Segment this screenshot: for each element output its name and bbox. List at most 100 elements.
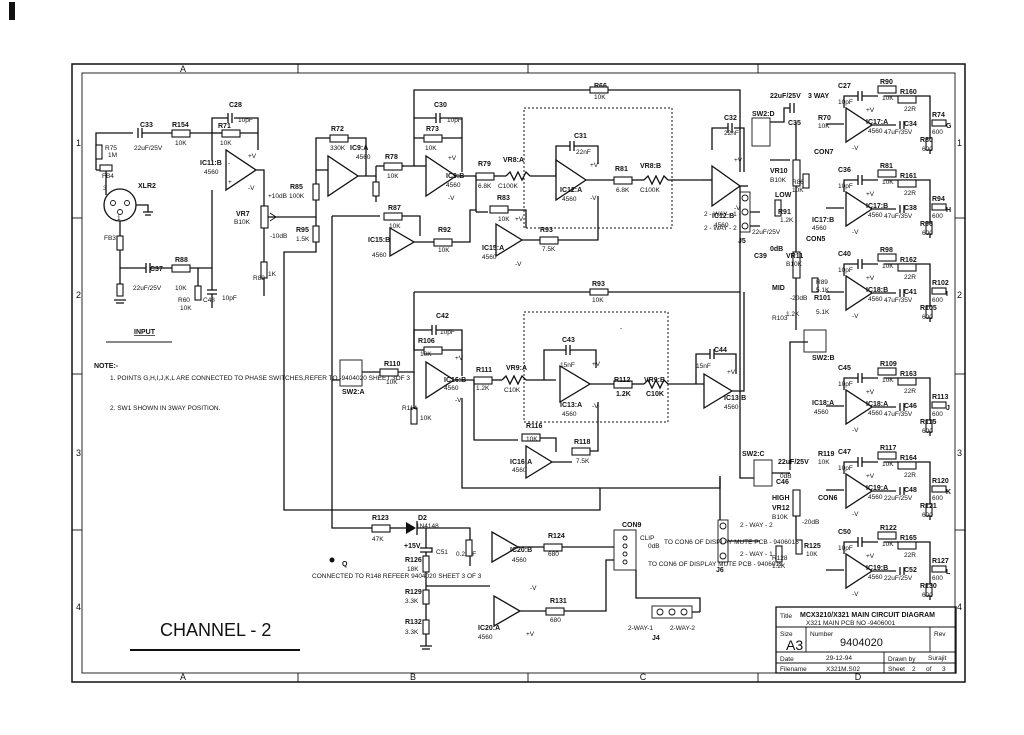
output-block-2-cap-icon	[857, 175, 863, 185]
vr11-value: B10K	[786, 261, 803, 268]
output-block-6-r3-icon	[931, 565, 947, 573]
output-block-3-c2-icon	[899, 289, 905, 297]
r66-value: 10K	[594, 94, 606, 101]
output-block-4-ic-part: 4560	[868, 410, 883, 417]
output-block-6-ic-label: IC19:B	[866, 565, 888, 572]
output-block-2-r3-value: 600	[932, 213, 943, 220]
output-block-6-cap-label: C50	[838, 529, 851, 536]
r70-value: 10K	[818, 123, 830, 130]
r87-label: R87	[388, 205, 401, 212]
zone-col-a: A	[180, 672, 186, 682]
low-label: LOW	[775, 192, 792, 199]
r111-label: R111	[476, 367, 492, 374]
r129-value: 3.3K	[405, 598, 419, 605]
output-block-1-r2-label: R160	[900, 89, 917, 96]
output-block-4-wires	[826, 377, 931, 436]
output-block-3-r4-value: 600	[922, 314, 933, 321]
output-block-1-r2-icon	[897, 95, 917, 104]
j5-way-1: 2 - WAY - 1	[704, 211, 737, 218]
output-block-3-r2-value: 22R	[904, 274, 916, 281]
output-block-4-r3-icon	[931, 401, 947, 409]
output-block-2-c2-value: 47uF/35V	[884, 213, 913, 220]
output-block-2-c2-label: C38	[904, 205, 917, 212]
output-block-3-r4-icon	[925, 305, 933, 319]
c30-value: 10pF	[447, 117, 462, 124]
vr9b-label: VR9:B	[644, 377, 665, 384]
ic20a-part: 4560	[478, 634, 493, 641]
output-block-6-cap-value: 10pF	[838, 545, 853, 552]
output-block-6-cap-icon	[857, 537, 863, 547]
r87-value: 10K	[389, 223, 401, 230]
plus15-label: +15V	[404, 543, 421, 550]
ic13a-neg: -V	[592, 403, 599, 410]
output-block-2-r1-label: R81	[880, 163, 893, 170]
output-block-5-c2-value: 22uF/25V	[884, 495, 913, 502]
output-block-5-cap-label: C47	[838, 449, 851, 456]
title-line1: MCX3210/X321 MAIN CIRCUIT DIAGRAM	[800, 612, 935, 619]
r154-label: R154	[172, 122, 189, 129]
svg-text:+: +	[228, 179, 232, 186]
output-block-5-c2-icon	[899, 487, 905, 495]
ic12b-pos: +V	[734, 157, 743, 164]
vr7-label: VR7	[236, 211, 250, 218]
r123-label: R123	[372, 515, 389, 522]
r79-label: R79	[478, 161, 491, 168]
sw2a-switch-icon	[339, 359, 363, 387]
notes-heading: NOTE:-	[94, 363, 119, 370]
output-block-4-neg: -V	[852, 427, 859, 434]
output-block-5-neg: -V	[852, 511, 859, 518]
output-block-1-r4-label: R80	[920, 137, 933, 144]
ic13b-opamp-icon	[703, 372, 734, 410]
ic16a-part: 4560	[512, 467, 527, 474]
c31-label: C31	[574, 133, 587, 140]
r118-value: 7.5K	[576, 458, 590, 465]
output-block-4-c2-value: 47uF/35V	[884, 411, 913, 418]
output-block-3-neg: -V	[852, 313, 859, 320]
r106-value: 10K	[420, 351, 432, 358]
output-block-6-c2-value: 22uF/25V	[884, 575, 913, 582]
right-output-section: 3 WAY R70 10K CON7 VR10 B10K LOW R86 10K…	[716, 79, 952, 600]
note-1: 1. POINTS G,H,I,J,K,L ARE CONNECTED TO P…	[110, 375, 410, 382]
r125-label: R125	[804, 543, 821, 550]
output-block-5-r1-icon	[877, 451, 897, 460]
r70-label: R70	[818, 115, 831, 122]
svg-text:3: 3	[103, 185, 107, 192]
zone-col-b: B	[410, 672, 416, 682]
vr7-high: +10dB	[268, 193, 287, 200]
vr8b-pot-icon	[643, 174, 669, 186]
output-block-4-pos: +V	[866, 389, 875, 396]
output-block-4-r1-value: 10K	[882, 377, 894, 384]
r85-value: 100K	[289, 193, 305, 200]
ic13b-pos: +V	[727, 369, 736, 376]
output-block-1-wires	[826, 95, 931, 154]
r91-value: 1.2K	[780, 217, 794, 224]
r93-label: R93	[540, 227, 553, 234]
r92-value: 10K	[438, 247, 450, 254]
r72-label: R72	[331, 126, 344, 133]
title-block: Title MCX3210/X321 MAIN CIRCUIT DIAGRAM …	[775, 606, 957, 674]
r126-value: 18K	[407, 566, 419, 573]
vr12-value: B10K	[772, 514, 789, 521]
zone-row-1: 1	[76, 138, 81, 148]
ic11b-pos: +V	[248, 153, 257, 160]
j4-way-2: 2-WAY-2	[670, 625, 695, 632]
zone-row-1-right: 1	[957, 138, 962, 148]
ic9b-opamp-icon	[425, 154, 458, 198]
output-block-5-ic-part: 4560	[868, 494, 883, 501]
r78-value: 10K	[387, 173, 399, 180]
ganged-pot-box-2	[523, 311, 669, 423]
r85-label: R85	[290, 184, 303, 191]
ic9b-pos: +V	[448, 155, 457, 162]
ic13a-pos: +V	[592, 361, 601, 368]
c39-value: 22uF/25V	[752, 229, 781, 236]
zone-row-3-right: 3	[957, 448, 962, 458]
output-block-2-r2-value: 22R	[904, 190, 916, 197]
ic15a-opamp-icon	[495, 222, 524, 258]
output-block-2-r1-value: 10K	[882, 179, 894, 186]
c43-label: C43	[562, 337, 575, 344]
r114-value: 10K	[420, 415, 432, 422]
r93b-value: 10K	[592, 297, 604, 304]
zone-labels: A A B C D 1 2 3 4 1 2 3 4	[76, 64, 962, 682]
sheet-label: Sheet	[888, 666, 905, 673]
rev-label: Rev	[934, 631, 946, 638]
